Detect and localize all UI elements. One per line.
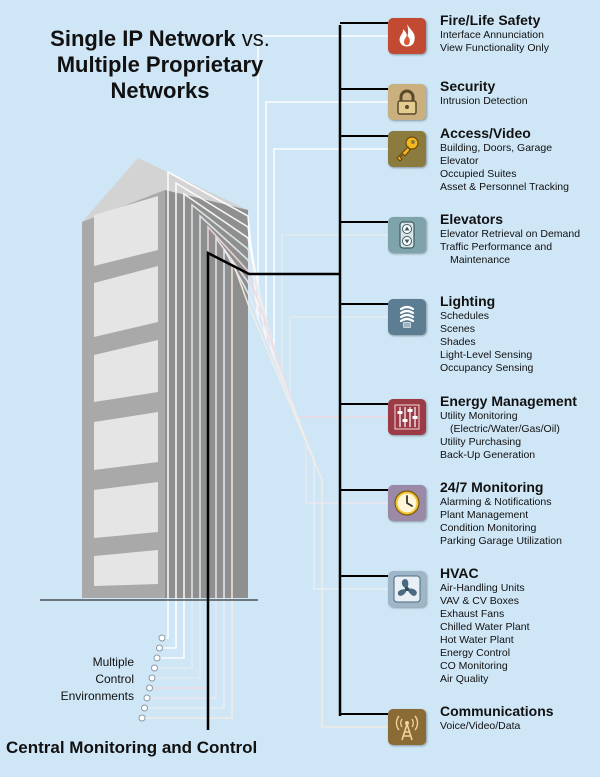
subsystem-items: Intrusion Detection: [440, 95, 528, 108]
building: [82, 158, 248, 598]
subsystem-item: Parking Garage Utilization: [440, 535, 562, 547]
antenna-icon: [388, 709, 426, 745]
subsystem-item: Utility Purchasing: [440, 436, 522, 448]
multiple-control-environments-label: Multiple Control Environments: [60, 655, 134, 703]
subsystem-item: Condition Monitoring: [440, 522, 537, 534]
control-environment-node: [156, 644, 163, 652]
subsystem-item: Elevator: [440, 155, 479, 167]
subsystem-items: Elevator Retrieval on Demand Traffic Per…: [440, 228, 580, 267]
key-icon: [388, 131, 426, 167]
diagram-title: Single IP Network vs. Multiple Proprieta…: [50, 26, 270, 103]
subsystem-item: Elevator Retrieval on Demand: [440, 228, 581, 240]
subsystem-title: Security: [440, 78, 496, 94]
subsystem-items: Interface Annunciation View Functionalit…: [440, 29, 549, 55]
subsystem-items: Utility Monitoring (Electric/Water/Gas/O…: [440, 410, 560, 462]
subsystem-item: Air-Handling Units: [440, 582, 525, 594]
proprietary-network-line: [147, 235, 388, 699]
subsystem-item: Alarming & Notifications: [440, 496, 552, 508]
subsystem-item: Intrusion Detection: [440, 95, 528, 107]
fan-icon: [388, 571, 426, 607]
subsystem-title: 24/7 Monitoring: [440, 479, 544, 495]
window: [94, 412, 158, 470]
subsystem-items: Voice/Video/Data: [440, 720, 520, 733]
sliders-icon: [388, 399, 426, 435]
proprietary-network-line: [152, 214, 388, 679]
subsystem-item: Interface Annunciation: [440, 29, 544, 41]
control-environment-node: [151, 664, 158, 672]
subsystem-item: Voice/Video/Data: [440, 720, 521, 732]
proprietary-network-line: [157, 148, 388, 659]
window: [94, 340, 158, 402]
subsystem-title: Energy Management: [440, 393, 577, 409]
subsystem-item: View Functionality Only: [440, 42, 549, 54]
control-environment-node: [143, 694, 151, 702]
ip-backbone-connector: [206, 250, 340, 730]
subsystem-item: Schedules: [440, 310, 490, 322]
subsystem-item: Back-Up Generation: [440, 449, 536, 461]
subsystem-item: Shades: [440, 336, 476, 348]
subsystem-item: Light-Level Sensing: [440, 349, 533, 361]
subsystem-title: Elevators: [440, 211, 504, 227]
proprietary-network-line: [162, 35, 388, 639]
window: [94, 550, 158, 586]
subsystem-title: Communications: [440, 703, 554, 719]
clock-icon: [388, 485, 426, 521]
subsystem-item: Air Quality: [440, 673, 489, 685]
proprietary-network-line: [154, 203, 388, 669]
central-monitoring-label: Central Monitoring and Control: [6, 738, 258, 757]
control-environment-node: [138, 714, 146, 722]
subsystem-item: Plant Management: [440, 509, 529, 521]
lightbulb-icon: [388, 299, 426, 335]
subsystem-item: Energy Control: [440, 647, 511, 659]
control-environment-node: [153, 654, 161, 662]
control-environment-node: [141, 704, 148, 712]
window: [94, 266, 158, 337]
window: [94, 482, 158, 538]
subsystem-item: Chilled Water Plant: [440, 621, 530, 633]
proprietary-network-line: [144, 248, 388, 709]
subsystem-item: Occupied Suites: [440, 168, 517, 180]
subsystem-items: Building, Doors, Garage Elevator Occupie…: [440, 142, 569, 194]
subsystem-items: Air-Handling Units VAV & CV Boxes Exhaus…: [440, 582, 529, 686]
subsystem-title: Lighting: [440, 293, 496, 309]
proprietary-network-line: [159, 101, 388, 649]
control-environment-node: [158, 634, 166, 642]
subsystem-item: Maintenance: [450, 254, 511, 266]
subsystem-title: Fire/Life Safety: [440, 12, 541, 28]
control-environment-node: [146, 684, 153, 692]
subsystem-item: Utility Monitoring: [440, 410, 518, 422]
flame-icon: [388, 18, 426, 54]
elevator-buttons-icon: [388, 217, 426, 253]
subsystem-item: Exhaust Fans: [440, 608, 505, 620]
subsystem-item: CO Monitoring: [440, 660, 508, 672]
subsystem-item: Hot Water Plant: [440, 634, 514, 646]
padlock-icon: [388, 84, 426, 120]
control-environment-node: [148, 674, 156, 682]
subsystem-item: Building, Doors, Garage: [440, 142, 553, 154]
subsystem-item: Occupancy Sensing: [440, 362, 534, 374]
subsystem-item: Asset & Personnel Tracking: [440, 181, 569, 193]
subsystem-item: Traffic Performance and: [440, 241, 553, 253]
proprietary-network-line: [142, 259, 388, 728]
subsystem-items: Schedules Scenes Shades Light-Level Sens…: [440, 310, 533, 375]
subsystem-item: Scenes: [440, 323, 476, 335]
subsystem-title: HVAC: [440, 565, 479, 581]
window: [94, 196, 158, 266]
subsystem-title: Access/Video: [440, 125, 531, 141]
subsystem-item: VAV & CV Boxes: [440, 595, 519, 607]
subsystem-item: (Electric/Water/Gas/Oil): [450, 423, 560, 435]
subsystem-items: Alarming & Notifications Plant Managemen…: [440, 496, 562, 548]
